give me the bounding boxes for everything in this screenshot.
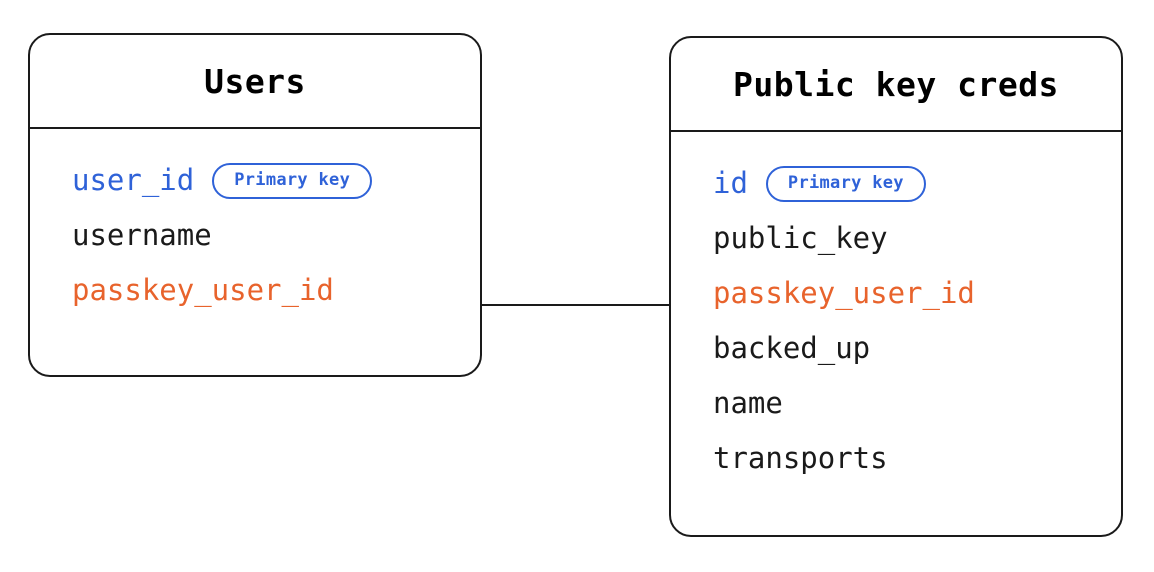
relationship-connector-users-public-key-creds <box>481 304 671 306</box>
field-name-public-key: public_key <box>713 221 888 255</box>
entity-users-title: Users <box>204 61 306 101</box>
field-row-user-id[interactable]: user_id Primary key <box>30 153 480 208</box>
field-row-username[interactable]: username <box>30 208 480 263</box>
entity-public-key-creds[interactable]: Public key creds id Primary key public_k… <box>669 36 1123 537</box>
entity-public-key-creds-field-list: id Primary key public_key passkey_user_i… <box>671 132 1121 535</box>
field-name-backed-up: backed_up <box>713 331 871 365</box>
field-row-backed-up[interactable]: backed_up <box>671 321 1121 376</box>
field-name-name: name <box>713 386 783 420</box>
field-row-id[interactable]: id Primary key <box>671 156 1121 211</box>
field-name-transports: transports <box>713 441 888 475</box>
entity-public-key-creds-title: Public key creds <box>733 64 1059 104</box>
primary-key-badge: Primary key <box>212 162 373 199</box>
field-row-name[interactable]: name <box>671 376 1121 431</box>
field-name-username: username <box>72 218 212 252</box>
field-name-id: id <box>713 166 748 200</box>
field-name-passkey-user-id: passkey_user_id <box>713 276 975 310</box>
entity-users-field-list: user_id Primary key username passkey_use… <box>30 129 480 375</box>
entity-users-header: Users <box>30 35 480 129</box>
field-row-passkey-user-id[interactable]: passkey_user_id <box>671 266 1121 321</box>
entity-public-key-creds-header: Public key creds <box>671 38 1121 132</box>
primary-key-badge: Primary key <box>765 165 926 202</box>
field-row-public-key[interactable]: public_key <box>671 211 1121 266</box>
field-row-transports[interactable]: transports <box>671 431 1121 486</box>
field-name-passkey-user-id: passkey_user_id <box>72 273 334 307</box>
field-name-user-id: user_id <box>72 163 195 197</box>
field-row-passkey-user-id[interactable]: passkey_user_id <box>30 263 480 318</box>
entity-users[interactable]: Users user_id Primary key username passk… <box>28 33 482 377</box>
